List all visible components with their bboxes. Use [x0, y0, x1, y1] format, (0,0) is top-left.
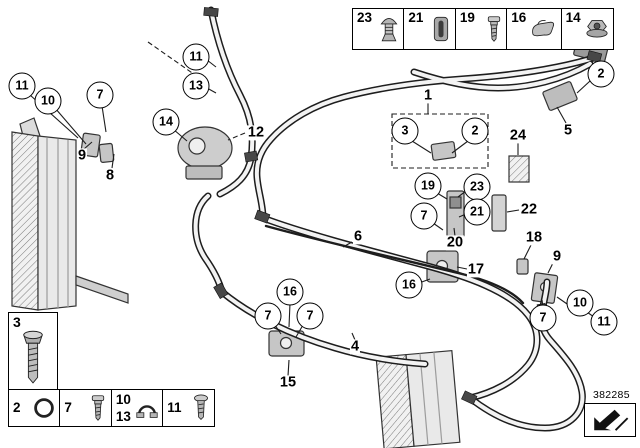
- legend-number: 21: [408, 10, 424, 25]
- callout-5[interactable]: 5: [562, 122, 574, 139]
- construction-lines: [147, 41, 489, 169]
- callout-19[interactable]: 19: [414, 172, 442, 200]
- callout-9[interactable]: 9: [551, 248, 563, 265]
- footnote-arrow-icon: [594, 409, 629, 431]
- callout-16[interactable]: 16: [395, 271, 423, 299]
- callout-21[interactable]: 21: [463, 198, 491, 226]
- callout-11[interactable]: 11: [182, 43, 210, 71]
- legend-item-21[interactable]: 21: [403, 8, 457, 50]
- legend-item-11[interactable]: 11: [162, 389, 216, 427]
- callout-23[interactable]: 23: [463, 173, 491, 201]
- left-radiator: [11, 117, 129, 311]
- callout-12[interactable]: 12: [246, 124, 266, 141]
- callout-7[interactable]: 7: [410, 202, 438, 230]
- legend-item-23[interactable]: 23: [352, 8, 405, 50]
- legend-number: 13: [115, 408, 131, 424]
- legend-item-3[interactable]: 3: [8, 312, 58, 391]
- callout-2[interactable]: 2: [461, 117, 489, 145]
- callout-11[interactable]: 11: [8, 72, 36, 100]
- fastener-legend: 23 21 19 16 14: [352, 8, 614, 50]
- legend-number: 14: [565, 10, 581, 25]
- legend-number: 19: [459, 10, 475, 25]
- legend-number: 23: [357, 10, 373, 25]
- callout-22[interactable]: 22: [519, 201, 539, 218]
- callout-17[interactable]: 17: [466, 261, 486, 278]
- hoses: [196, 10, 597, 428]
- callout-1[interactable]: 1: [422, 87, 434, 104]
- callout-11[interactable]: 11: [590, 308, 618, 336]
- callout-10[interactable]: 10: [566, 289, 594, 317]
- legend-item-16[interactable]: 16: [506, 8, 563, 50]
- spacer-sleeve-icon: [431, 14, 451, 44]
- callout-9[interactable]: 9: [76, 147, 88, 164]
- legend-numbers: 2: [13, 401, 21, 415]
- callout-2[interactable]: 2: [587, 60, 615, 88]
- legend-number: 3: [13, 314, 21, 330]
- callout-10[interactable]: 10: [34, 87, 62, 115]
- legend-item-14[interactable]: 14: [560, 8, 614, 50]
- callout-7[interactable]: 7: [86, 81, 114, 109]
- expansion-rivet-icon: [378, 14, 400, 44]
- bottom-radiator: [375, 349, 461, 448]
- callout-4[interactable]: 4: [349, 338, 361, 355]
- callout-6[interactable]: 6: [352, 228, 364, 245]
- callout-7[interactable]: 7: [529, 304, 557, 332]
- legend-number: 7: [64, 400, 72, 416]
- o-ring-icon: [32, 396, 56, 420]
- pan-screw-icon: [192, 394, 210, 422]
- legend-item-2[interactable]: 2: [8, 389, 61, 427]
- legend-item-7[interactable]: 7: [59, 389, 113, 427]
- footnote-box[interactable]: [584, 403, 636, 437]
- legend-number: 16: [511, 10, 527, 25]
- callout-20[interactable]: 20: [445, 234, 465, 251]
- torx-screw-icon: [89, 394, 107, 422]
- legend-number: 11: [167, 400, 182, 416]
- legend-item-19[interactable]: 19: [454, 8, 508, 50]
- legend-numbers: 11: [167, 401, 181, 415]
- callout-3[interactable]: 3: [391, 117, 419, 145]
- callout-8[interactable]: 8: [104, 167, 116, 184]
- legend-numbers: 7: [64, 401, 72, 415]
- callout-18[interactable]: 18: [524, 229, 544, 246]
- pipe-clamp-icon: [135, 397, 159, 419]
- callout-24[interactable]: 24: [508, 127, 528, 144]
- torx-screw-icon: [485, 15, 503, 43]
- callout-7[interactable]: 7: [254, 302, 282, 330]
- callout-15[interactable]: 15: [278, 374, 298, 391]
- callout-14[interactable]: 14: [152, 108, 180, 136]
- callout-13[interactable]: 13: [182, 72, 210, 100]
- hex-bolt-icon: [21, 329, 45, 387]
- callout-7[interactable]: 7: [296, 302, 324, 330]
- legend-number: 10: [115, 392, 131, 407]
- diagram-number: 382285: [593, 389, 630, 401]
- legend-number: 2: [13, 400, 21, 416]
- retaining-clip-icon: [529, 18, 557, 40]
- flange-nut-icon: [585, 18, 609, 40]
- callout-16[interactable]: 16: [276, 278, 304, 306]
